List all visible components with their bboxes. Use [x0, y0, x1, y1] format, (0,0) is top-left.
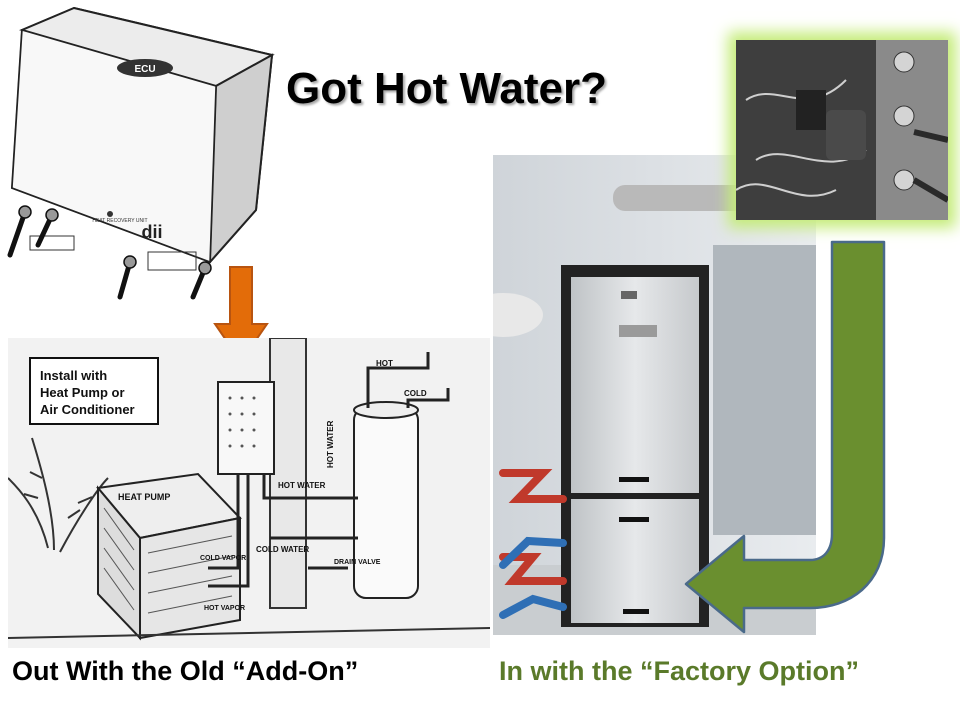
unit-heat-recovery-label: HEAT RECOVERY UNIT	[92, 218, 147, 224]
closeup-photo	[736, 40, 948, 220]
unit-model-label: dii	[142, 222, 163, 242]
install-note-line3: Air Conditioner	[40, 402, 135, 417]
caption-factory-option: In with the “Factory Option”	[499, 656, 859, 686]
curved-arrow-icon	[682, 238, 888, 638]
cold-vapor-label: COLD VAPOR	[200, 555, 246, 562]
caption-old-add-on: Out With the Old “Add-On”	[12, 656, 359, 686]
hot-vapor-label: HOT VAPOR	[204, 605, 245, 612]
heat-pump-label: HEAT PUMP	[118, 492, 170, 502]
install-note-line1: Install with	[40, 368, 107, 383]
cold-label: COLD	[404, 389, 427, 398]
drain-valve-label: DRAIN VALVE	[334, 559, 381, 566]
heat-recovery-unit-image: ECU dii HEAT RECOVERY UNIT	[0, 0, 282, 300]
install-note-line2: Heat Pump or	[40, 385, 125, 400]
unit-brand-label: ECU	[134, 64, 155, 75]
slide-title: Got Hot Water?	[286, 64, 607, 113]
installation-diagram-image: Install with Heat Pump or Air Conditione…	[8, 338, 490, 648]
hot-label: HOT	[376, 359, 393, 368]
hot-water-label: HOT WATER	[278, 481, 326, 490]
hot-water-vertical-label: HOT WATER	[326, 420, 335, 468]
cold-water-label: COLD WATER	[256, 545, 309, 554]
